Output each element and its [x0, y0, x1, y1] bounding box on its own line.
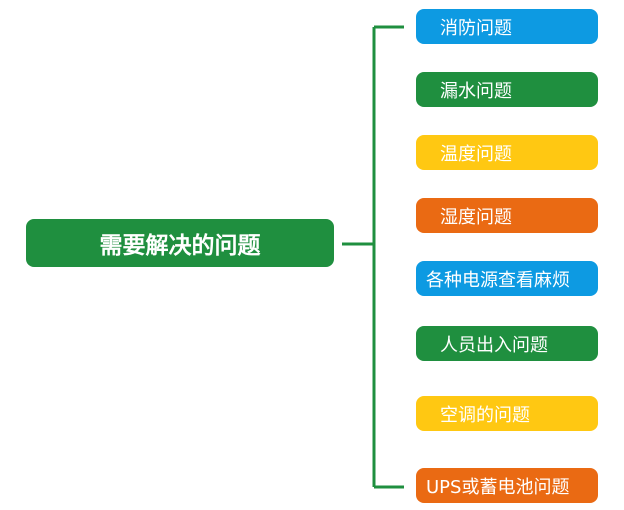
branch-humidity[interactable]: 湿度问题	[416, 198, 598, 233]
branch-label: 消防问题	[440, 17, 512, 39]
branch-label: 各种电源查看麻烦	[426, 269, 570, 291]
branch-label: 温度问题	[440, 143, 512, 165]
branch-label: UPS或蓄电池问题	[426, 476, 570, 498]
branch-label: 空调的问题	[440, 404, 530, 426]
branch-personnel-access[interactable]: 人员出入问题	[416, 326, 598, 361]
branch-label: 人员出入问题	[440, 334, 548, 356]
branch-air-conditioning[interactable]: 空调的问题	[416, 396, 598, 431]
branch-temperature[interactable]: 温度问题	[416, 135, 598, 170]
root-topic-label: 需要解决的问题	[99, 233, 261, 259]
branch-label: 漏水问题	[440, 80, 512, 102]
branch-power-monitoring[interactable]: 各种电源查看麻烦	[416, 261, 598, 296]
root-topic[interactable]: 需要解决的问题	[26, 219, 334, 267]
branch-water-leak[interactable]: 漏水问题	[416, 72, 598, 107]
branch-label: 湿度问题	[440, 206, 512, 228]
branch-fire-protection[interactable]: 消防问题	[416, 9, 598, 44]
branch-ups-battery[interactable]: UPS或蓄电池问题	[416, 468, 598, 503]
